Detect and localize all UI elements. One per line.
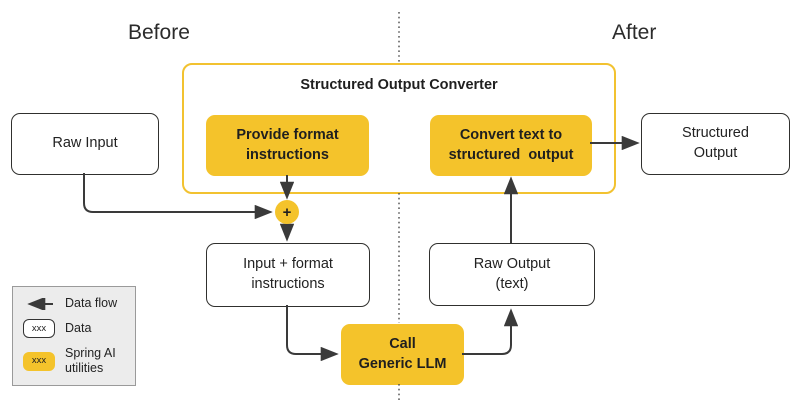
convert-text-line2: structured output bbox=[448, 146, 574, 163]
raw-output-box: Raw Output (text) bbox=[429, 243, 595, 306]
arrow-input-format-to-call-llm bbox=[286, 305, 339, 362]
structured-output-line1: Structured bbox=[682, 125, 749, 142]
plus-merge-icon: + bbox=[275, 200, 299, 224]
convert-text-box: Convert text to structured output bbox=[430, 115, 592, 176]
legend-row-data-flow: Data flow bbox=[23, 296, 125, 311]
convert-text-line1: Convert text to bbox=[459, 126, 563, 143]
provide-format-line2: instructions bbox=[246, 146, 329, 163]
input-format-instructions-box: Input + format instructions bbox=[206, 243, 370, 307]
call-llm-line1: Call bbox=[389, 335, 416, 352]
legend-spring-ai-utilities-label: Spring AI utilities bbox=[65, 346, 116, 376]
legend-utilities-line2: utilities bbox=[65, 361, 104, 375]
container-title: Structured Output Converter bbox=[300, 77, 498, 93]
legend-data-flow-label: Data flow bbox=[65, 296, 118, 310]
before-section-label: Before bbox=[128, 21, 190, 44]
spring-ai-utilities-swatch: xxx bbox=[23, 351, 55, 371]
input-format-line1: Input + format bbox=[243, 256, 333, 273]
call-generic-llm-box: Call Generic LLM bbox=[341, 324, 464, 385]
provide-format-line1: Provide format bbox=[236, 126, 339, 143]
provide-format-instructions-box: Provide format instructions bbox=[206, 115, 369, 176]
after-section-label: After bbox=[612, 21, 657, 44]
raw-output-line2: (text) bbox=[495, 275, 529, 292]
legend-utilities-line1: Spring AI bbox=[65, 346, 116, 360]
call-llm-line2: Generic LLM bbox=[358, 355, 447, 372]
raw-input-box: Raw Input bbox=[11, 113, 159, 175]
input-format-line2: instructions bbox=[251, 276, 325, 292]
legend-row-spring-ai-utilities: xxx Spring AI utilities bbox=[23, 346, 125, 376]
structured-output-line2: Output bbox=[693, 145, 738, 161]
data-swatch-text: xxx bbox=[31, 322, 47, 334]
data-flow-arrow-icon bbox=[23, 297, 55, 310]
legend-data-label: Data bbox=[65, 321, 92, 335]
data-box-swatch: xxx bbox=[23, 319, 55, 338]
raw-output-line1: Raw Output bbox=[473, 255, 551, 272]
structured-output-box: Structured Output bbox=[641, 113, 790, 175]
utilities-swatch-text: xxx bbox=[31, 355, 47, 367]
legend: Data flow xxx Data xxx Spring AI utiliti… bbox=[12, 286, 136, 386]
legend-row-data: xxx Data bbox=[23, 319, 125, 338]
arrow-call-llm-to-raw-output bbox=[462, 308, 519, 355]
raw-input-label: Raw Input bbox=[52, 135, 118, 152]
plus-symbol: + bbox=[282, 203, 292, 221]
